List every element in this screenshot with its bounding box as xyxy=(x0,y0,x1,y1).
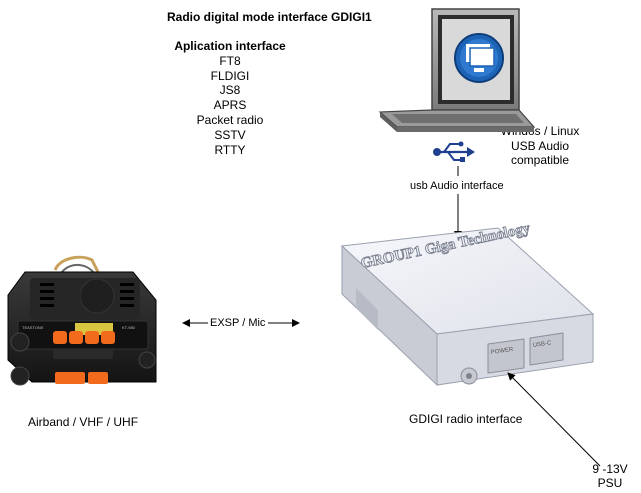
application-heading: Aplication interface xyxy=(174,39,286,53)
pc-label-line-2: USB Audio xyxy=(510,138,570,153)
app-item-fldigi: FLDIGI xyxy=(210,68,250,83)
psu-label: 9 -13V PSU xyxy=(585,462,635,490)
psu-arrow xyxy=(507,372,601,467)
interface-box-label: GDIGI radio interface xyxy=(409,412,523,426)
box-port-usb: USB-C xyxy=(532,340,552,349)
app-item-rtty: RTTY xyxy=(214,142,246,157)
usb-link-label: usb Audio interface xyxy=(410,180,504,192)
box-port-power: POWER xyxy=(490,347,514,356)
radio-link-label: EXSP / Mic xyxy=(208,316,268,331)
psu-label-line-2: PSU xyxy=(597,476,623,490)
radio-icon: TEASTONE KT-980 xyxy=(7,255,157,386)
radio-label: Airband / VHF / UHF xyxy=(28,415,139,429)
app-item-aprs: APRS xyxy=(213,98,247,113)
usb-symbol-icon xyxy=(433,141,475,162)
app-item-js8: JS8 xyxy=(219,83,241,98)
radio-model-text: KT-980 xyxy=(122,325,136,330)
application-list: Aplication interface FT8 FLDIGI JS8 APRS… xyxy=(170,39,290,157)
radio-brand-text: TEASTONE xyxy=(22,325,44,330)
psu-label-line-1: 9 -13V xyxy=(592,462,628,476)
diagram-title: Radio digital mode interface GDIGI1 xyxy=(167,10,372,24)
laptop-icon xyxy=(378,8,536,132)
pc-label-line-3: compatible xyxy=(510,153,570,167)
app-item-packet-radio: Packet radio xyxy=(196,112,264,127)
interface-box-icon: POWER USB-C GROUP1 Giga Technology xyxy=(340,220,595,387)
app-item-sstv: SSTV xyxy=(214,127,246,142)
app-item-ft8: FT8 xyxy=(219,53,241,68)
